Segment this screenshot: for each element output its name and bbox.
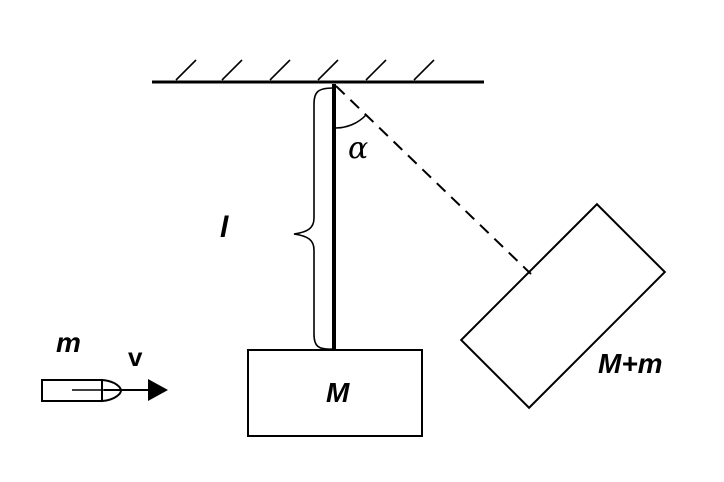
angle-arc (335, 114, 367, 129)
block-M-plus-m (459, 202, 667, 410)
block-M (247, 349, 423, 437)
angle-label: α (348, 131, 368, 166)
combined-mass-label: M+m (598, 348, 663, 379)
velocity-arrow (104, 379, 168, 401)
velocity-arrow-head (148, 379, 168, 401)
ceiling-hatching (175, 59, 435, 81)
length-label: l (220, 211, 229, 244)
ceiling-support (152, 59, 484, 84)
block-mass-label: M (326, 377, 350, 408)
length-brace (293, 87, 334, 350)
block-M-plus-m-rect (459, 202, 667, 410)
deflected-string (335, 85, 532, 275)
bullet-mass-label: m (56, 327, 81, 358)
velocity-label: v (128, 342, 143, 372)
